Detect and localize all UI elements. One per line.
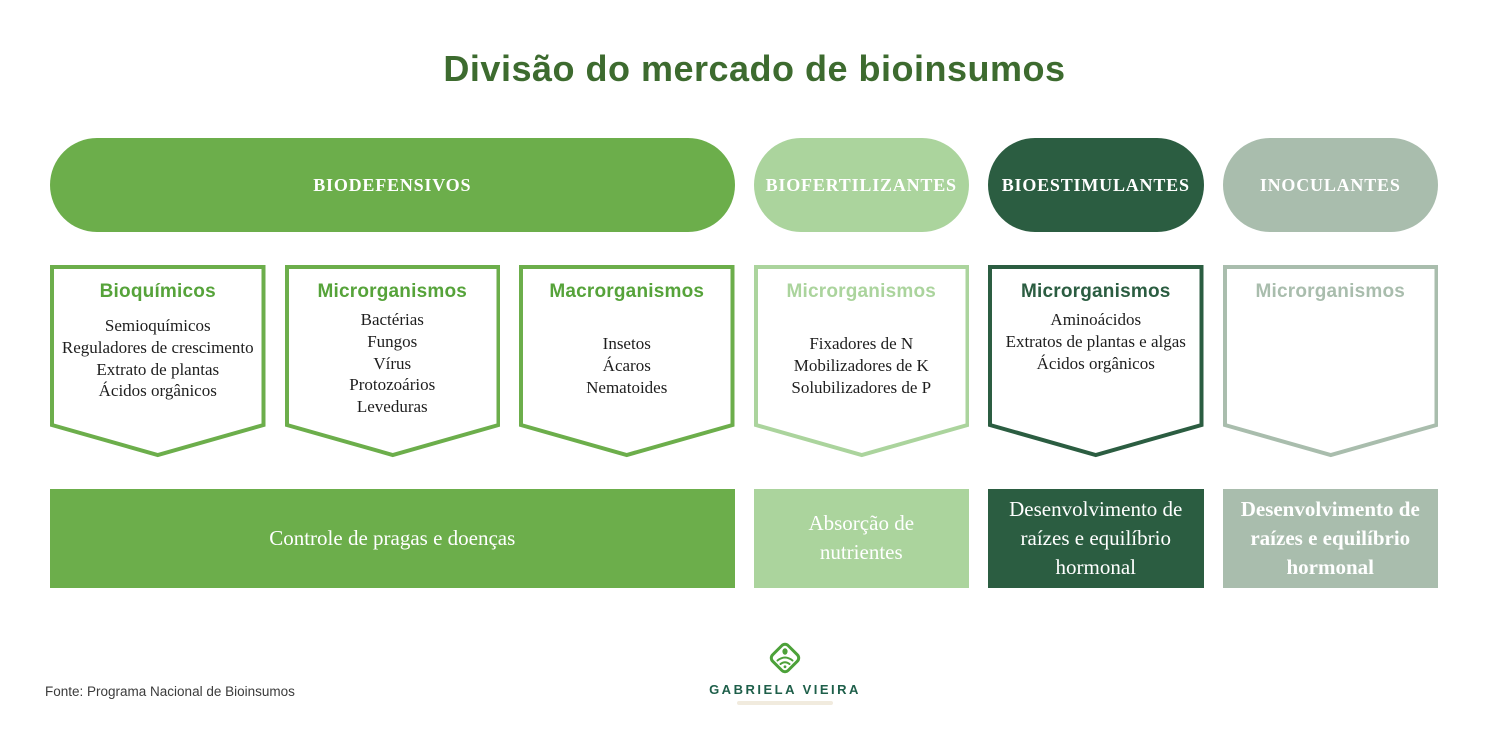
- box-heading: Microrganismos: [1255, 281, 1406, 302]
- box-items: Bactérias Fungos Vírus Protozoários Leve…: [295, 309, 491, 418]
- banner-shape: [50, 265, 266, 458]
- box-items: Fixadores de N Mobilizadores de K Solubi…: [764, 333, 960, 398]
- brand-logo: GABRIELA VIEIRA: [705, 638, 865, 705]
- banner-shape: [519, 265, 735, 458]
- list-item: Reguladores de crescimento: [61, 337, 254, 357]
- list-item: Ácidos orgânicos: [98, 381, 217, 401]
- list-item: Vírus: [373, 353, 412, 373]
- list-item: Fixadores de N: [809, 334, 914, 353]
- page-title: Divisão do mercado de bioinsumos: [443, 48, 1066, 89]
- subcategory-boxes-row: Bioquímicos Semioquímicos Reguladores de…: [50, 265, 1438, 458]
- list-item: Extratos de plantas e algas: [1005, 331, 1186, 351]
- box-items: Aminoácidos Extratos de plantas e algas …: [998, 309, 1194, 374]
- list-item: Extrato de plantas: [96, 359, 220, 379]
- pill-bioestimulantes: BIOESTIMULANTES: [988, 138, 1204, 232]
- box-items: Insetos Ácaros Nematoides: [529, 333, 725, 398]
- list-item: Mobilizadores de K: [793, 355, 929, 375]
- list-item: Ácaros: [602, 355, 651, 375]
- logo-tagline: [737, 701, 833, 705]
- box-macrorganismos: Macrorganismos Insetos Ácaros Nematoides: [519, 265, 735, 458]
- list-item: Insetos: [602, 334, 651, 353]
- pill-inoculantes: INOCULANTES: [1222, 138, 1438, 232]
- box-bioquimicos: Bioquímicos Semioquímicos Reguladores de…: [50, 265, 266, 458]
- box-items: Semioquímicos Reguladores de crescimento…: [60, 315, 256, 402]
- banner-shape: [1222, 265, 1438, 458]
- box-heading: Microrganismos: [786, 281, 937, 302]
- result-bioestimulantes: Desenvolvimento de raízes e equilíbrio h…: [988, 489, 1204, 588]
- box-heading: Bioquímicos: [99, 281, 216, 302]
- results-row: Controle de pragas e doenças Absorção de…: [50, 489, 1438, 588]
- list-item: Leveduras: [356, 397, 428, 416]
- source-note: Fonte: Programa Nacional de Bioinsumos: [45, 684, 295, 699]
- list-item: Nematoides: [586, 377, 668, 397]
- banner-shape: [284, 265, 500, 458]
- brand-name: GABRIELA VIEIRA: [709, 682, 861, 697]
- box-microrganismos-inoculantes: Microrganismos: [1222, 265, 1438, 458]
- box-microrganismos-biofertilizantes: Microrganismos Fixadores de N Mobilizado…: [753, 265, 969, 458]
- category-pills-row: BIODEFENSIVOS BIOFERTILIZANTES BIOESTIMU…: [50, 138, 1438, 232]
- banner-shape: [988, 265, 1204, 458]
- list-item: Bactérias: [360, 310, 424, 329]
- list-item: Aminoácidos: [1050, 310, 1142, 329]
- pill-biodefensivos: BIODEFENSIVOS: [50, 138, 735, 232]
- box-microrganismos-biodefensivos: Microrganismos Bactérias Fungos Vírus Pr…: [284, 265, 500, 458]
- result-biodefensivos: Controle de pragas e doenças: [50, 489, 735, 588]
- box-heading: Microrganismos: [317, 281, 468, 302]
- box-microrganismos-bioestimulantes: Microrganismos Aminoácidos Extratos de p…: [988, 265, 1204, 458]
- list-item: Ácidos orgânicos: [1036, 353, 1155, 373]
- list-item: Fungos: [367, 331, 418, 351]
- banner-shape: [753, 265, 969, 458]
- result-biofertilizantes: Absorção de nutrientes: [753, 489, 969, 588]
- result-inoculantes: Desenvolvimento de raízes e equilíbrio h…: [1222, 489, 1438, 588]
- diamond-plant-icon: [769, 642, 801, 674]
- list-item: Protozoários: [349, 375, 436, 395]
- box-heading: Microrganismos: [1020, 281, 1171, 302]
- list-item: Solubilizadores de P: [791, 377, 932, 397]
- list-item: Semioquímicos: [104, 316, 211, 335]
- pill-biofertilizantes: BIOFERTILIZANTES: [753, 138, 969, 232]
- box-heading: Macrorganismos: [549, 281, 705, 302]
